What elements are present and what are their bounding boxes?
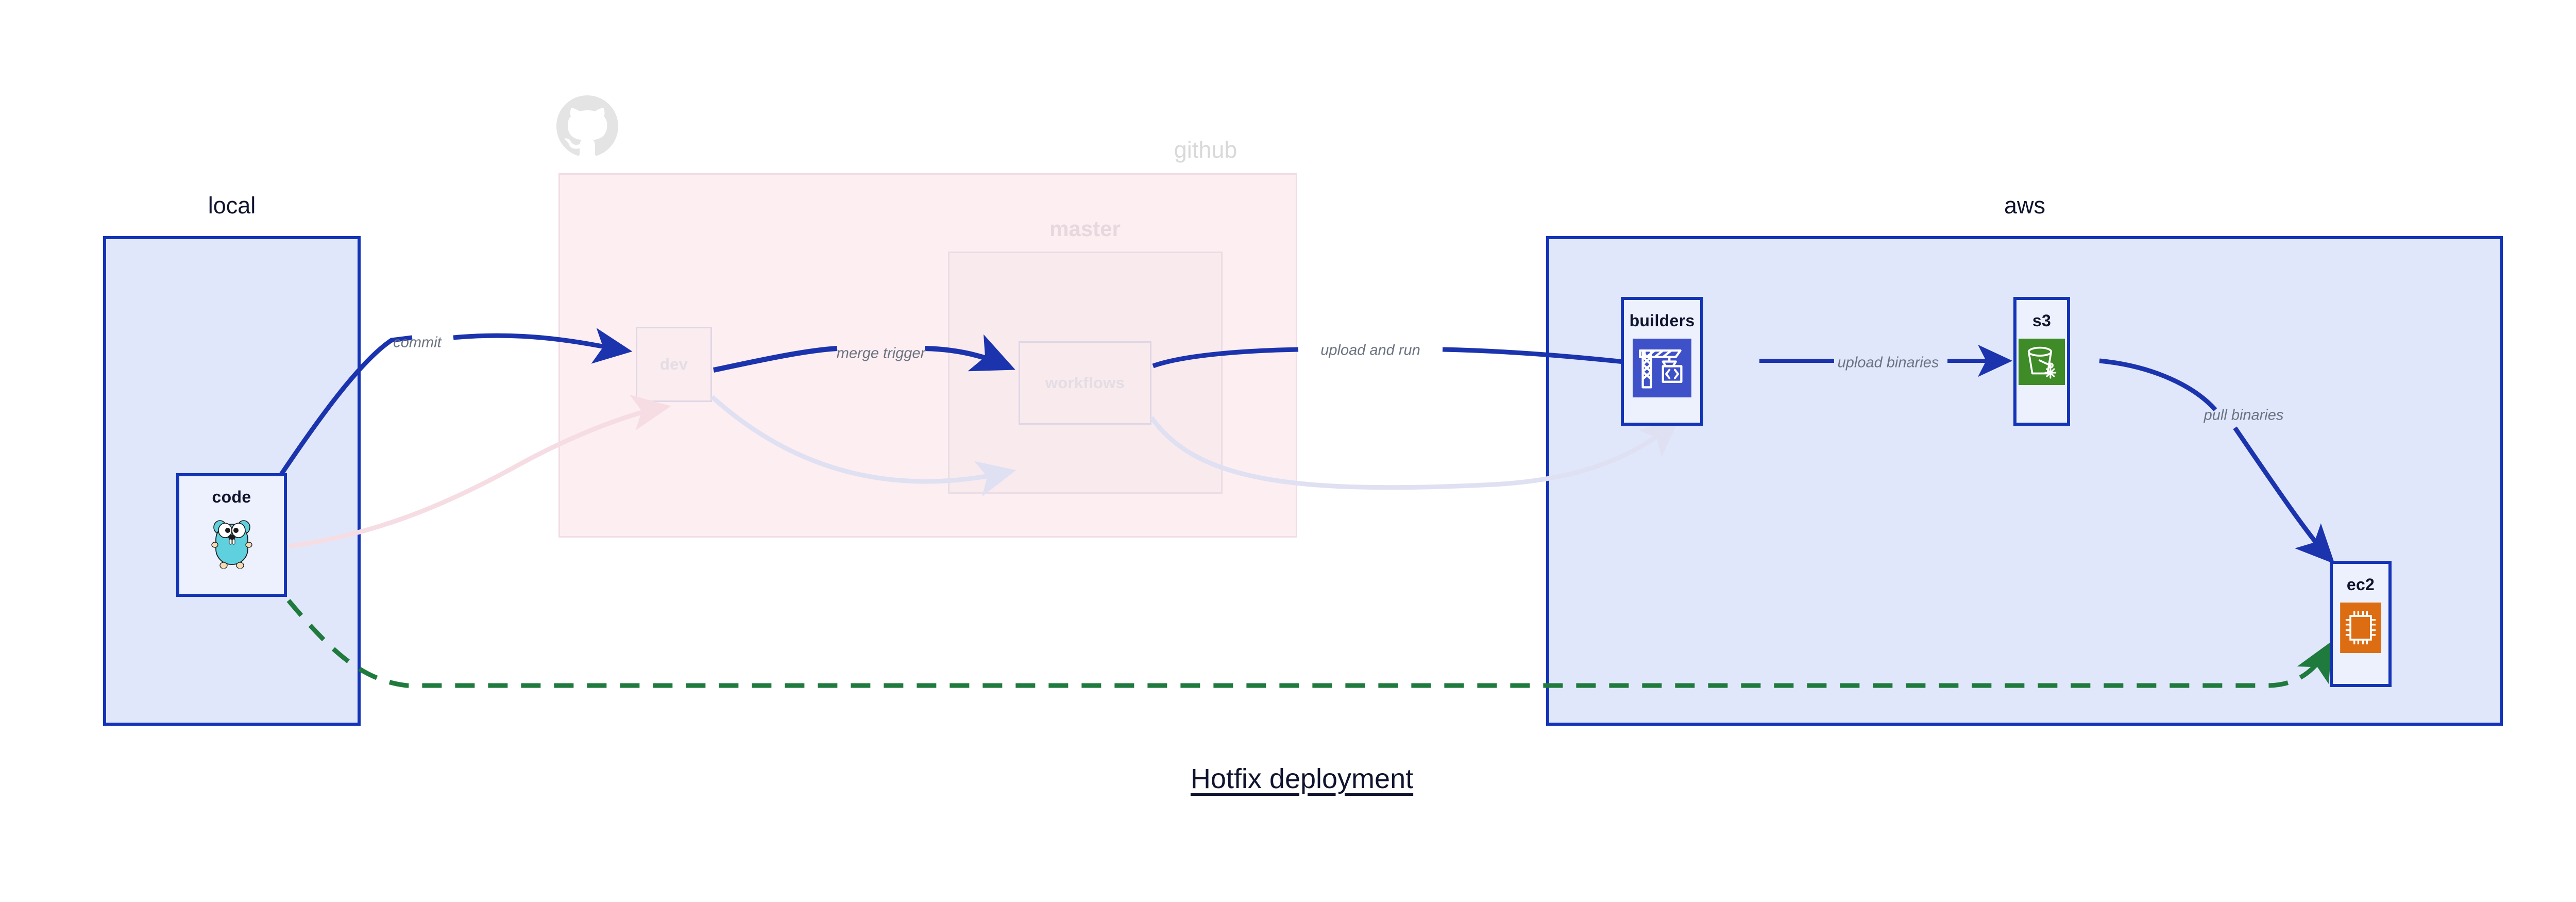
github-octocat-icon <box>556 95 618 157</box>
node-builders[interactable]: builders <box>1621 297 1703 426</box>
node-workflows[interactable]: workflows <box>1019 341 1151 425</box>
edge-upload-and-run-a <box>1152 347 1299 369</box>
edge-ghost-workflows-builders <box>1149 416 1680 490</box>
node-dev-label: dev <box>659 355 688 373</box>
edge-merge-trigger-a <box>713 346 838 373</box>
edge-label-upload-and-run: upload and run <box>1320 342 1420 359</box>
node-dev[interactable]: dev <box>636 327 712 402</box>
edge-pull-binaries-a <box>2099 358 2217 411</box>
edge-pull-binaries-b <box>2233 426 2335 564</box>
subgroup-label-master: master <box>1049 216 1121 241</box>
edge-ghost-code-dev <box>288 394 671 549</box>
edge-commit <box>279 335 413 476</box>
edge-ghost-dev-workflows <box>710 395 1016 497</box>
aws-builders-crane-icon <box>1633 339 1691 400</box>
edge-label-pull-binaries: pull binaries <box>2204 407 2284 424</box>
group-label-github: github <box>1174 137 1238 163</box>
edge-hotfix-direct <box>286 599 2332 688</box>
group-label-local: local <box>208 192 256 219</box>
edge-label-upload-binaries: upload binaries <box>1837 354 1939 371</box>
node-ec2-label: ec2 <box>2346 575 2375 594</box>
node-builders-label: builders <box>1629 311 1695 330</box>
go-gopher-icon <box>208 515 256 571</box>
edge-merge-trigger-b <box>924 334 1015 372</box>
node-s3[interactable]: s3 <box>2013 297 2070 426</box>
edge-label-merge-trigger: merge trigger <box>836 345 926 362</box>
aws-ec2-chip-icon <box>2340 603 2381 656</box>
node-workflows-label: workflows <box>1045 374 1125 392</box>
node-s3-label: s3 <box>2032 311 2052 330</box>
node-code[interactable]: code <box>176 473 287 597</box>
node-code-label: code <box>212 488 251 506</box>
edge-label-commit: commit <box>393 334 442 351</box>
group-label-aws: aws <box>2004 192 2046 219</box>
diagram-title: Hotfix deployment <box>1190 763 1414 794</box>
node-ec2[interactable]: ec2 <box>2330 561 2392 687</box>
aws-s3-bucket-icon <box>2019 339 2065 388</box>
edge-commit-head <box>453 328 633 364</box>
